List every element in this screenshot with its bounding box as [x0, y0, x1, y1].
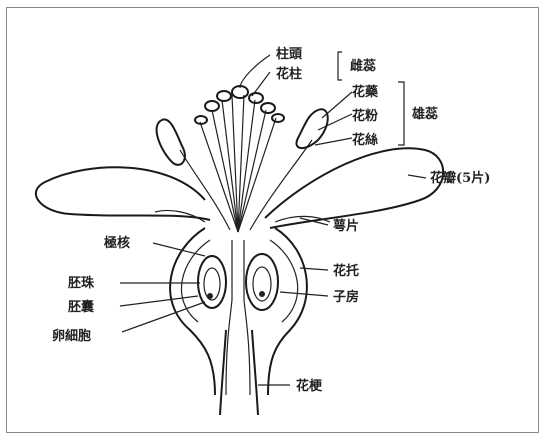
label-egg-cell: 卵細胞	[52, 328, 91, 344]
stamen-right-anther	[296, 109, 327, 148]
label-ovule: 胚珠	[68, 275, 95, 291]
label-style: 花柱	[276, 66, 302, 82]
petal-right	[265, 148, 443, 228]
label-receptacle: 花托	[333, 263, 359, 279]
label-polar-nuclei: 極核	[103, 235, 130, 251]
label-filament: 花絲	[352, 132, 378, 148]
pedicel	[220, 330, 226, 415]
label-sepal: 萼片	[333, 218, 359, 234]
label-pedicel: 花梗	[296, 378, 323, 394]
label-embryo-sac: 胚囊	[68, 299, 95, 315]
label-pollen: 花粉	[352, 108, 378, 124]
label-ovary: 子房	[333, 289, 359, 305]
label-stigma: 柱頭	[276, 46, 303, 62]
stamen-cluster	[195, 86, 284, 232]
label-stamen: 雄蕊	[411, 106, 438, 122]
stamen-left-anther	[157, 119, 185, 164]
label-petal: 花瓣(5片)	[430, 170, 490, 186]
label-pistil: 雌蕊	[350, 58, 376, 74]
label-anther: 花藥	[352, 84, 379, 100]
